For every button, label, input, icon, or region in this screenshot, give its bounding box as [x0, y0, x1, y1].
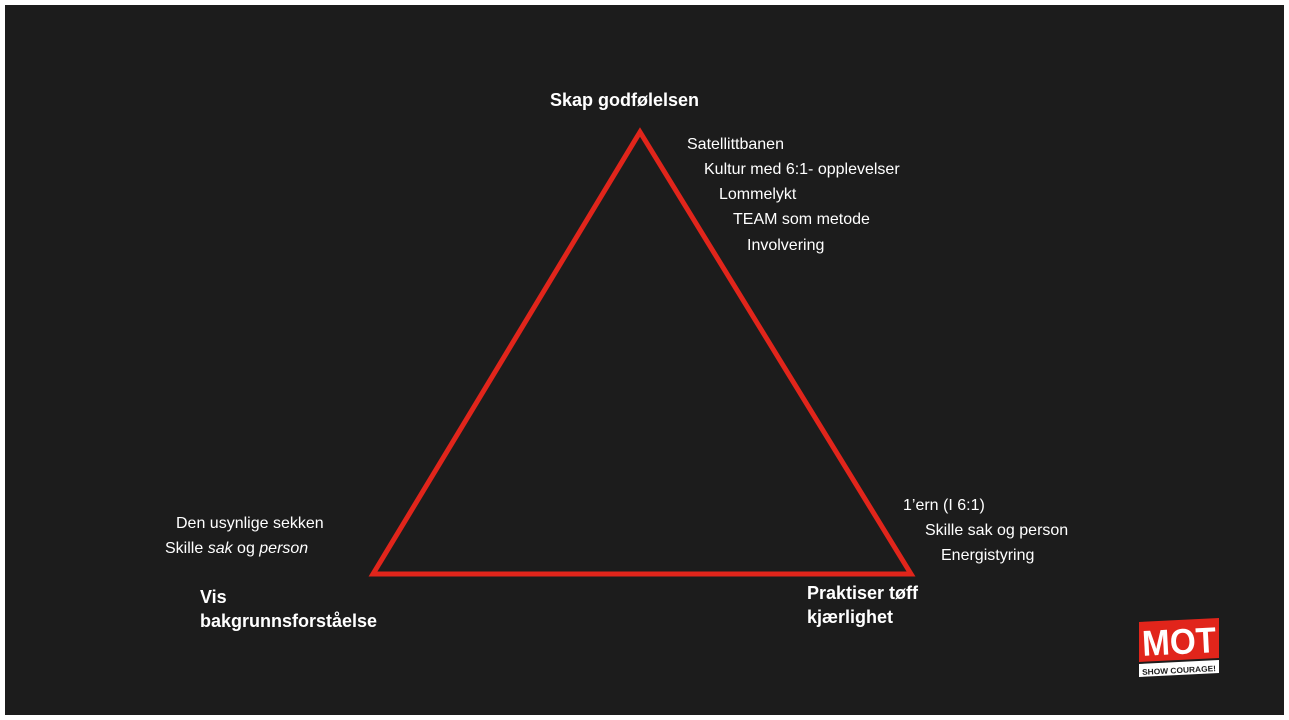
top-item-5: Involvering	[747, 237, 825, 254]
left-item-1: Den usynlige sekken	[176, 515, 324, 532]
top-vertex-title: Skap godfølelsen	[550, 88, 699, 112]
left-item-2-mid: og	[232, 540, 260, 557]
right-item-1: 1’ern (I 6:1)	[903, 497, 985, 514]
logo-subtext: SHOW COURAGE!	[1142, 664, 1216, 677]
logo-text: MOT	[1141, 619, 1217, 664]
left-item-2-person: person	[259, 540, 309, 557]
bottom-left-title-line2: bakgrunnsforståelse	[200, 611, 378, 631]
triangle-shape	[368, 127, 916, 577]
top-vertex-title-text: Skap godfølelsen	[550, 90, 700, 110]
left-item-2: Skille sak og person	[165, 539, 308, 558]
mot-logo: MOT SHOW COURAGE!	[1139, 618, 1219, 677]
left-item-2-prefix: Skille	[165, 540, 208, 557]
logo-red-block	[1139, 618, 1219, 662]
logo-white-band	[1139, 660, 1219, 677]
top-item-4: TEAM som metode	[733, 211, 870, 228]
right-item-3: Energistyring	[941, 547, 1035, 564]
top-item-3: Lommelykt	[719, 186, 797, 203]
triangle-diagram	[368, 127, 916, 577]
left-item-2-sak: sak	[207, 540, 233, 557]
right-item-2: Skille sak og person	[925, 522, 1069, 539]
bottom-left-title-line1: Vis	[200, 587, 227, 607]
bottom-right-title-line1: Praktiser tøff	[807, 583, 919, 603]
slide: Skap godfølelsen Satellittbanen Kultur m…	[5, 5, 1284, 715]
top-item-2: Kultur med 6:1- opplevelser	[704, 161, 900, 178]
top-item-1: Satellittbanen	[687, 136, 784, 153]
bottom-right-title-line2: kjærlighet	[807, 607, 894, 627]
